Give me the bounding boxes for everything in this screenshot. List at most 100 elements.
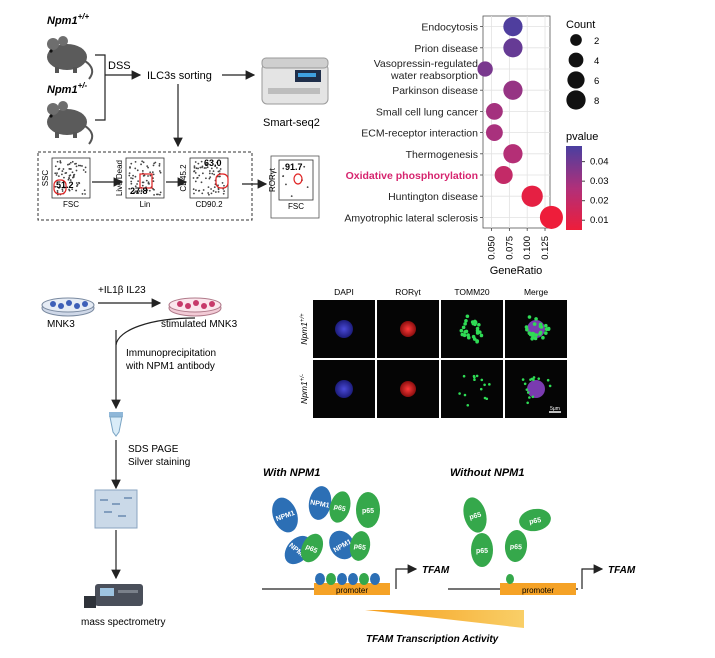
count-legend-label: 8 xyxy=(594,96,599,107)
event-dot xyxy=(132,174,134,177)
activity-wedge xyxy=(365,610,524,628)
event-dot xyxy=(71,171,74,174)
pvalue-tick-label: 0.04 xyxy=(590,157,609,168)
event-dot xyxy=(130,182,133,185)
promoter-box xyxy=(500,583,576,595)
event-dot xyxy=(213,186,216,189)
rorgt-stain xyxy=(400,321,416,337)
event-dot xyxy=(153,194,155,196)
event-dot xyxy=(134,167,137,170)
enrichment-dot xyxy=(503,80,523,100)
event-dot xyxy=(136,183,138,185)
event-dot xyxy=(217,184,219,187)
event-dot xyxy=(192,177,195,179)
event-dot xyxy=(147,181,150,184)
event-dot xyxy=(198,189,201,192)
mito-stain xyxy=(463,393,467,397)
term-label: Huntington disease xyxy=(388,191,478,203)
stimuli-label: +IL1β IL23 xyxy=(98,285,146,296)
event-dot xyxy=(142,161,145,164)
mouse-wt-icon xyxy=(47,36,94,80)
enrichment-dot xyxy=(503,144,523,164)
svg-text:NPM1: NPM1 xyxy=(310,499,330,509)
petri-dish-icon xyxy=(41,297,95,317)
event-dot xyxy=(157,193,159,196)
mito-stain xyxy=(534,317,538,321)
mito-stain xyxy=(532,322,537,326)
svg-text:p65: p65 xyxy=(529,517,542,526)
event-dot xyxy=(151,171,154,174)
event-dot xyxy=(141,181,144,184)
micrograph-tile xyxy=(441,360,503,418)
event-dot xyxy=(56,189,59,192)
event-dot xyxy=(130,180,133,183)
mito-stain xyxy=(479,387,483,391)
event-dot xyxy=(130,177,132,179)
sorting-label: ILC3s sorting xyxy=(147,70,212,82)
event-dot xyxy=(205,177,207,180)
mito-stain xyxy=(526,391,530,394)
event-dot xyxy=(159,171,162,174)
mito-stain xyxy=(544,323,548,328)
mito-stain xyxy=(471,334,476,339)
flow-x-label: FSC xyxy=(63,200,79,209)
mito-stain xyxy=(544,331,548,335)
event-dot xyxy=(207,186,210,189)
count-legend-dot xyxy=(567,71,585,89)
gene-label: TFAM xyxy=(422,565,450,576)
event-dot xyxy=(74,163,76,165)
event-dot xyxy=(57,175,60,178)
flow-x-label: FSC xyxy=(288,202,304,211)
mito-stain xyxy=(530,337,534,341)
event-dot xyxy=(209,176,212,179)
bound-factor xyxy=(326,573,336,585)
nucleus-stain xyxy=(335,320,353,338)
event-dot xyxy=(147,166,149,169)
event-dot xyxy=(200,181,203,184)
flow-x-label: CD90.2 xyxy=(195,200,223,209)
tube-icon xyxy=(109,412,123,437)
x-tick-label: 0.050 xyxy=(487,236,498,260)
svg-text:p65: p65 xyxy=(333,504,347,514)
mito-stain xyxy=(533,336,538,341)
event-dot xyxy=(84,193,86,195)
without-npm1-title: Without NPM1 xyxy=(450,467,524,479)
with-npm1-title: With NPM1 xyxy=(263,467,320,479)
channel-label: TOMM20 xyxy=(454,287,490,297)
event-dot xyxy=(69,168,71,170)
event-dot xyxy=(68,163,71,165)
mito-stain xyxy=(524,325,529,329)
event-dot xyxy=(71,160,74,163)
event-dot xyxy=(81,193,84,195)
term-label: Thermogenesis xyxy=(406,149,478,161)
cell-line-label: MNK3 xyxy=(47,319,75,330)
event-dot xyxy=(158,164,161,167)
gel-step-label: SDS PAGE Silver staining xyxy=(128,444,190,468)
event-dot xyxy=(76,185,78,187)
mito-stain xyxy=(527,315,532,319)
pvalue-tick-label: 0.03 xyxy=(590,176,609,187)
term-label: Prion disease xyxy=(414,43,478,55)
event-dot xyxy=(64,172,67,175)
mito-stain xyxy=(483,383,486,387)
x-tick-label: 0.125 xyxy=(540,236,551,260)
event-dot xyxy=(84,171,87,173)
genotype-het-label: Npm1+/- xyxy=(47,81,87,96)
mito-stain xyxy=(538,332,542,336)
event-dot xyxy=(205,163,208,166)
event-dot xyxy=(55,174,58,176)
count-legend-title: Count xyxy=(566,19,595,31)
event-dot xyxy=(75,169,78,172)
event-dot xyxy=(131,177,134,180)
mito-stain xyxy=(480,378,484,382)
event-dot xyxy=(216,161,218,164)
event-dot xyxy=(84,166,87,169)
event-dot xyxy=(210,167,213,170)
svg-text:p65: p65 xyxy=(476,548,488,555)
